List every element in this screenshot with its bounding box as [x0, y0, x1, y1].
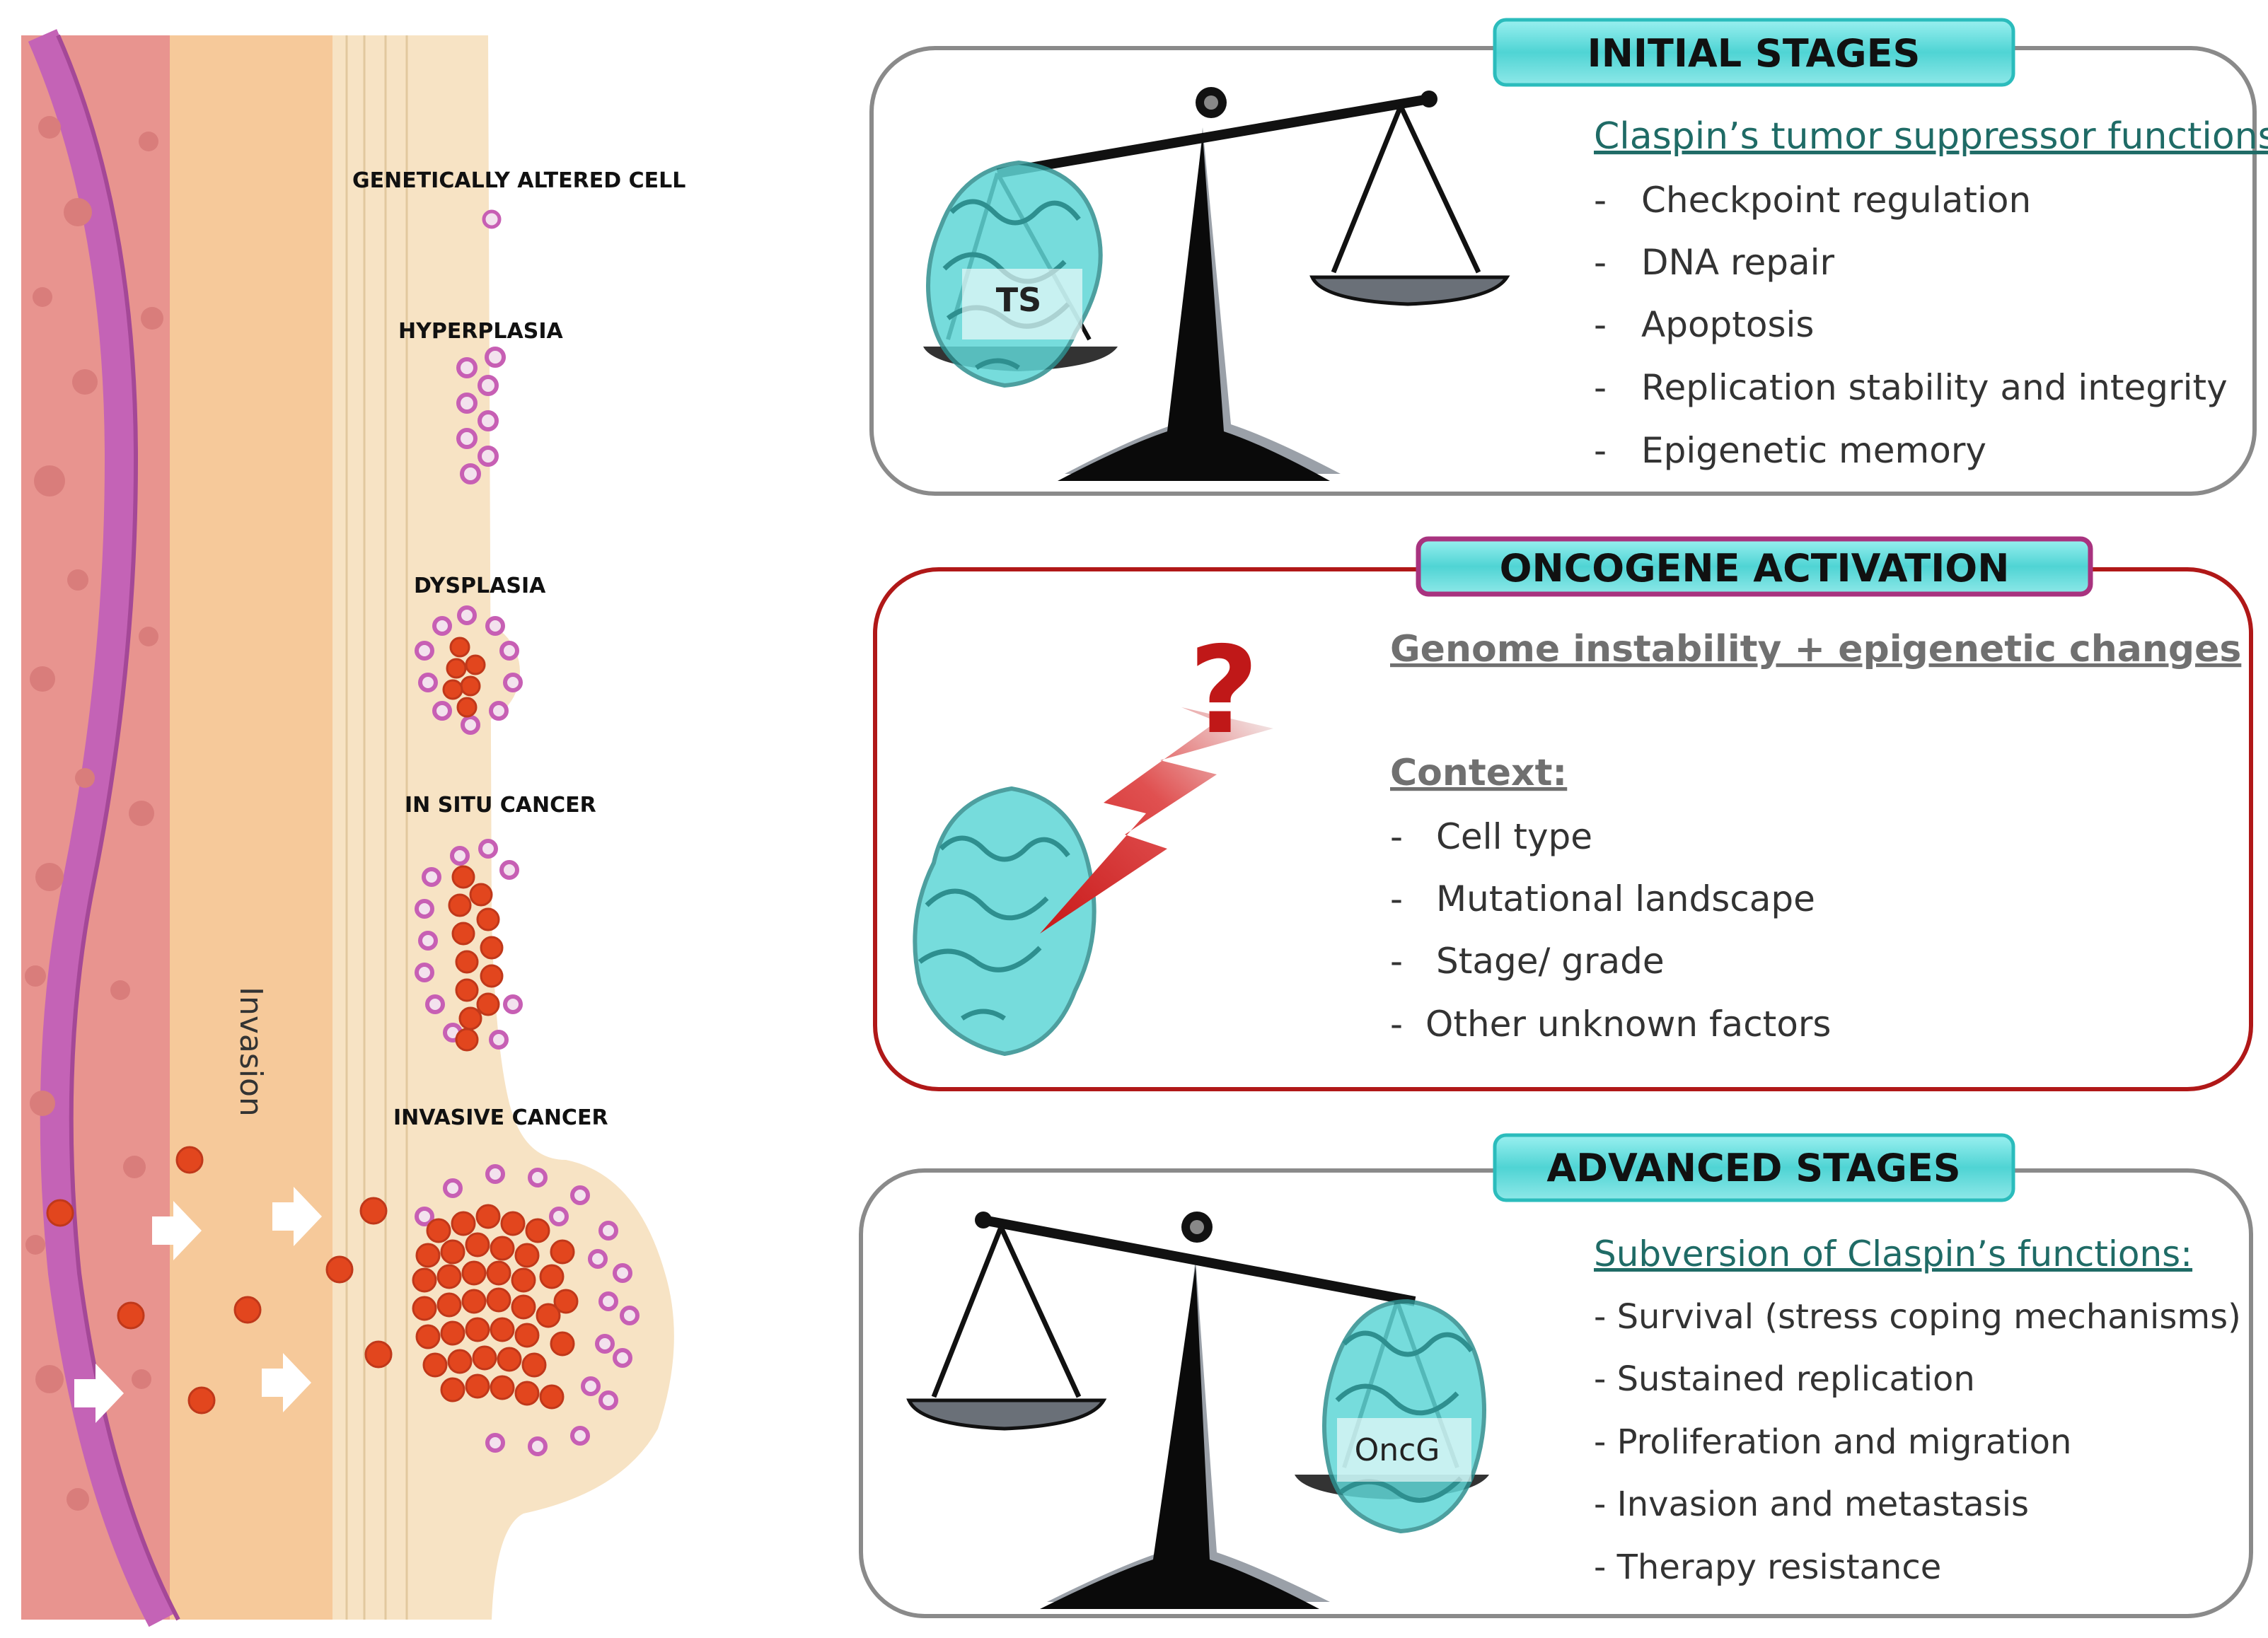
- dysplasia-cells: [414, 605, 523, 735]
- initial-item-0: Checkpoint regulation: [1641, 180, 2031, 221]
- stage-label-hyperplasia: HYPERPLASIA: [398, 319, 564, 344]
- initial-dash-4: -: [1594, 430, 1607, 471]
- advanced-item-3: - Invasion and metastasis: [1594, 1485, 2029, 1524]
- initial-item-2: Apoptosis: [1641, 304, 1814, 345]
- migrating-cancer-cells: [46, 1146, 393, 1415]
- invasive-cancer-cells: [412, 1164, 640, 1456]
- context-dash-3: -: [1390, 1004, 1403, 1045]
- oncogene-protein-icon: [913, 786, 1097, 1057]
- oncogene-banner-label: ONCOGENE ACTIVATION: [1500, 546, 2010, 591]
- context-dash-1: -: [1390, 878, 1403, 919]
- invasion-arrows: [74, 1187, 322, 1423]
- initial-dash-3: -: [1594, 367, 1607, 408]
- advanced-banner-label: ADVANCED STAGES: [1546, 1146, 1960, 1190]
- lightning-bolt-icon: [1040, 707, 1273, 934]
- initial-stages-panel: INITIAL STAGES TS Claspin’s tumor suppre…: [869, 18, 2268, 496]
- in-situ-cancer-cells: [415, 839, 523, 1052]
- oncg-protein-icon: OncG: [1322, 1299, 1486, 1534]
- advanced-item-1: - Sustained replication: [1594, 1359, 1975, 1399]
- initial-banner-label: INITIAL STAGES: [1587, 31, 1921, 76]
- question-mark-icon: ?: [1189, 621, 1259, 761]
- initial-item-3: Replication stability and integrity: [1641, 367, 2228, 408]
- advanced-banner: ADVANCED STAGES: [1493, 1133, 2015, 1202]
- advanced-item-2: - Proliferation and migration: [1594, 1422, 2071, 1462]
- oncogene-banner: ONCOGENE ACTIVATION: [1416, 536, 2093, 597]
- oncogene-heading: Genome instability + epigenetic changes: [1390, 628, 2241, 670]
- ts-label: TS: [996, 281, 1042, 319]
- context-dash-2: -: [1390, 941, 1403, 982]
- stage-label-in-situ: IN SITU CANCER: [405, 793, 596, 818]
- context-item-3: Other unknown factors: [1425, 1004, 1832, 1045]
- tissue-panel: GENETICALLY ALTERED CELL HYPERPLASIA DYS…: [21, 29, 685, 1627]
- advanced-item-0: - Survival (stress coping mechanisms): [1594, 1297, 2241, 1337]
- initial-dash-2: -: [1594, 304, 1607, 345]
- context-dash-0: -: [1390, 816, 1403, 857]
- oncogene-panel: ONCOGENE ACTIVATION ? Genome instability…: [873, 536, 2253, 1091]
- hyperplasia-cells: [456, 347, 506, 484]
- context-heading: Context:: [1390, 752, 1567, 794]
- advanced-item-4: - Therapy resistance: [1594, 1547, 1941, 1587]
- advanced-items: - Survival (stress coping mechanisms) - …: [1594, 1297, 2241, 1587]
- initial-heading: Claspin’s tumor suppressor functions:: [1594, 115, 2268, 158]
- tissue-dots: [25, 116, 163, 1511]
- stroma-band: [170, 35, 332, 1620]
- initial-banner: INITIAL STAGES: [1493, 18, 2015, 87]
- oncg-label: OncG: [1355, 1432, 1440, 1468]
- invasion-label: Invasion: [233, 987, 269, 1117]
- initial-item-4: Epigenetic memory: [1641, 430, 1986, 471]
- advanced-stages-panel: ADVANCED STAGES OncG Subversion of Clasp…: [859, 1133, 2253, 1618]
- context-item-2: Stage/ grade: [1436, 941, 1665, 982]
- context-items: - Cell type - Mutational landscape - Sta…: [1390, 816, 1832, 1045]
- initial-dash-0: -: [1594, 180, 1607, 221]
- context-item-1: Mutational landscape: [1436, 878, 1815, 919]
- genetically-altered-cell: [482, 209, 502, 229]
- context-item-0: Cell type: [1436, 816, 1592, 857]
- ts-protein-icon: TS: [926, 160, 1103, 388]
- stage-label-invasive: INVASIVE CANCER: [393, 1105, 608, 1130]
- advanced-heading: Subversion of Claspin’s functions:: [1594, 1233, 2192, 1274]
- initial-items: - Checkpoint regulation - DNA repair - A…: [1594, 180, 2228, 471]
- initial-dash-1: -: [1594, 242, 1607, 283]
- stage-labels: GENETICALLY ALTERED CELL HYPERPLASIA DYS…: [352, 168, 685, 1130]
- initial-item-1: DNA repair: [1641, 242, 1834, 283]
- stage-label-dysplasia: DYSPLASIA: [414, 574, 546, 598]
- stage-label-altered-cell: GENETICALLY ALTERED CELL: [352, 168, 685, 193]
